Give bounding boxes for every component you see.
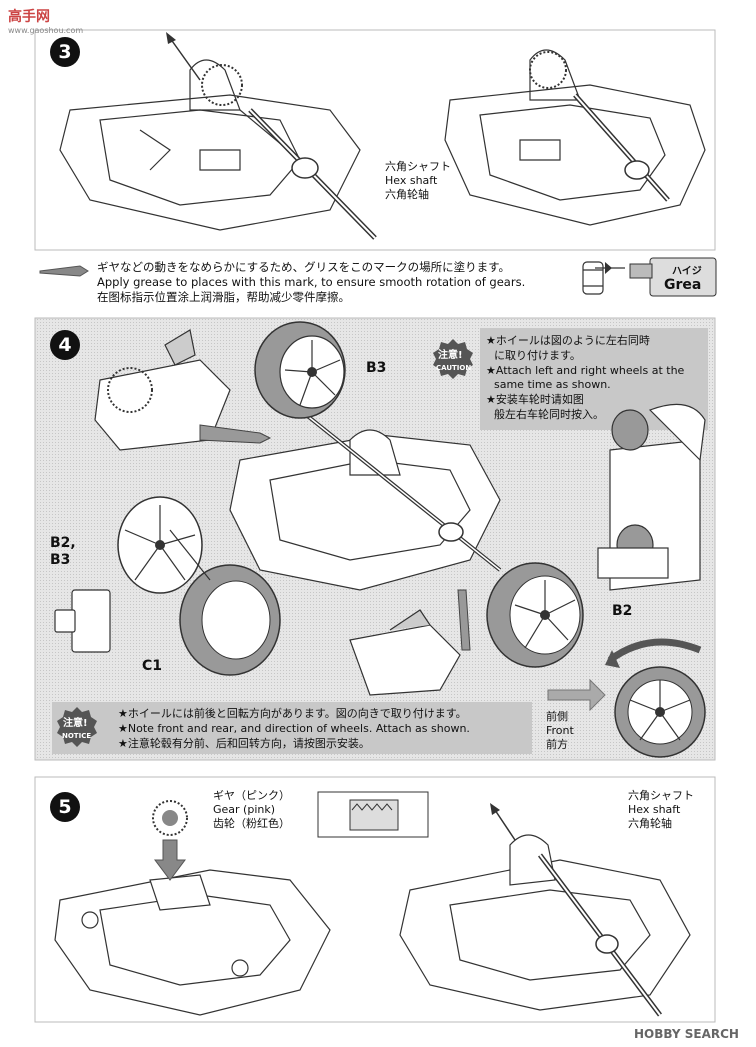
notice-text-jp: ★ホイールには前後と回転方向があります。図の向きで取り付けます。 [118,707,467,720]
caution-text-en1: ★Attach left and right wheels at the [486,364,685,377]
notice-jp: 注意! [63,718,88,729]
label-b2b3-line2: B3 [50,552,71,568]
step5-panel [34,776,716,1023]
label-b2: B2 [612,603,633,619]
step5-chassis-right [399,834,691,1011]
grease-tube-en: Grea [664,277,702,293]
watermark-url: www.gaoshou.com [8,26,84,35]
notice-en: NOTICE [62,732,92,740]
front-en: Front [546,724,574,737]
watermark-brand: HOBBY SEARCH [634,1027,739,1041]
grease-note-en: Apply grease to places with this mark, t… [97,275,526,289]
step4-chassis [229,429,501,591]
front-jp: 前側 [546,710,568,723]
caution-jp: 注意! [438,350,463,361]
step5-hex-shaft-jp: 六角シャフト [628,789,694,802]
gear-cn: 齿轮（粉红色） [213,817,290,830]
front-wheel [547,638,706,758]
step3-hex-shaft-cn: 六角轮轴 [385,188,429,201]
caution-badge [433,339,473,379]
pink-gear [152,800,188,836]
wheel-b2b3-left [117,496,281,676]
notice-text-en: ★Note front and rear, and direction of w… [118,722,470,735]
label-b2b3-line1: B2, [50,535,76,551]
step3-panel [34,29,717,297]
step3-chassis-left [59,59,361,231]
step5-chassis-left [54,869,331,1016]
grease-note-jp: ギヤなどの動きをなめらかにするため、グリスをこのマークの場所に塗ります。 [97,260,510,274]
watermark-site: 高手网 [8,9,50,25]
hand-illustration [597,403,706,591]
wheel-b2-right [486,562,584,668]
caution-text-jp1: ★ホイールは図のように左右同時 [486,334,650,347]
step4-number: 4 [50,330,80,360]
caution-text-jp2: に取り付けます。 [494,349,581,362]
label-c1: C1 [142,658,163,674]
gear-en: Gear (pink) [213,803,276,816]
grease-tube-jp: ハイジ [672,266,702,277]
step5-hex-shaft-cn: 六角轮轴 [628,817,672,830]
gear-jp: ギヤ（ピンク） [213,789,290,802]
caution-text-en2: same time as shown. [494,378,611,391]
caution-text-cn2: 般左右车轮同时按入。 [494,408,604,421]
step3-hex-shaft-jp: 六角シャフト [385,160,451,173]
notice-text-cn: ★注意轮毂有分前、后和回转方向，请按图示安装。 [118,737,370,750]
caution-en: CAUTION [436,364,472,372]
caution-text-cn1: ★安装车轮时请如图 [486,393,584,406]
step4-panel [34,317,716,761]
wheel-b3-top [254,321,346,419]
step5-number: 5 [50,792,80,822]
notice-badge [57,707,97,747]
step5-hex-shaft-en: Hex shaft [628,803,681,816]
front-cn: 前方 [546,738,568,751]
grease-note-cn: 在图标指示位置涂上润滑脂，帮助减少零件摩擦。 [97,290,350,304]
step3-number: 3 [50,37,80,67]
step3-hex-shaft-en: Hex shaft [385,174,438,187]
label-b3: B3 [366,360,387,376]
